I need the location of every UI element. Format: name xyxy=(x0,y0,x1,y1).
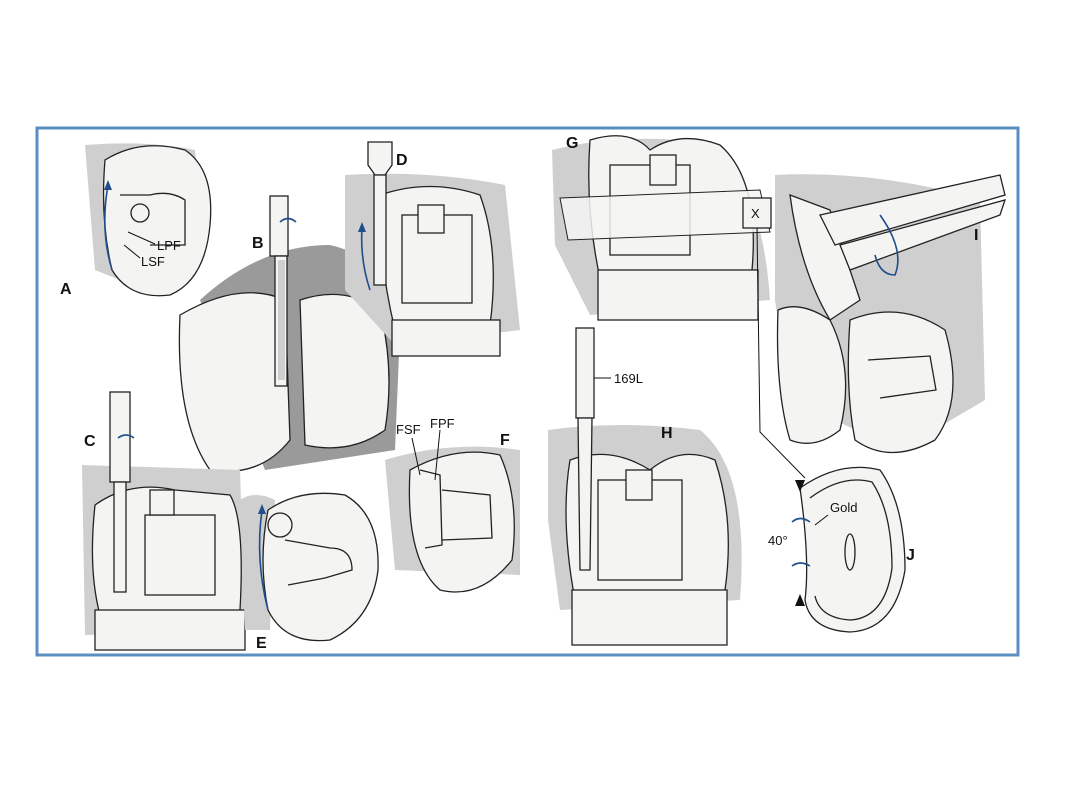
panel-label-c: C xyxy=(84,433,96,450)
panel-label-b: B xyxy=(252,235,264,252)
x-mark: X xyxy=(751,206,760,221)
fpf-callout: FPF xyxy=(430,416,455,431)
panel-label-f: F xyxy=(500,432,510,449)
panel-label-g: G xyxy=(566,135,578,152)
panel-label-a: A xyxy=(60,281,72,298)
panel-h-illustration xyxy=(548,327,742,646)
panel-j-illustration xyxy=(791,466,906,633)
panel-f-illustration xyxy=(385,429,520,593)
panel-a-illustration xyxy=(85,143,212,297)
panel-e-illustration xyxy=(240,492,379,642)
panel-g-illustration xyxy=(552,135,772,321)
panel-b-illustration xyxy=(178,195,400,473)
panel-label-d: D xyxy=(396,152,408,169)
panel-c-illustration xyxy=(82,391,246,651)
fsf-callout: FSF xyxy=(396,422,421,437)
panel-i-illustration xyxy=(775,174,1007,454)
lpf-callout: LPF xyxy=(157,238,181,253)
angle-callout: 40° xyxy=(768,533,788,548)
panel-label-i: I xyxy=(974,227,978,244)
bur-169l-callout: 169L xyxy=(614,371,643,386)
g-to-j-leader xyxy=(756,227,806,479)
lsf-callout: LSF xyxy=(141,254,165,269)
panel-d-illustration xyxy=(345,141,520,357)
panel-label-h: H xyxy=(661,425,673,442)
panel-label-j: J xyxy=(906,547,915,564)
gold-callout: Gold xyxy=(830,500,857,515)
panel-label-e: E xyxy=(256,635,267,652)
